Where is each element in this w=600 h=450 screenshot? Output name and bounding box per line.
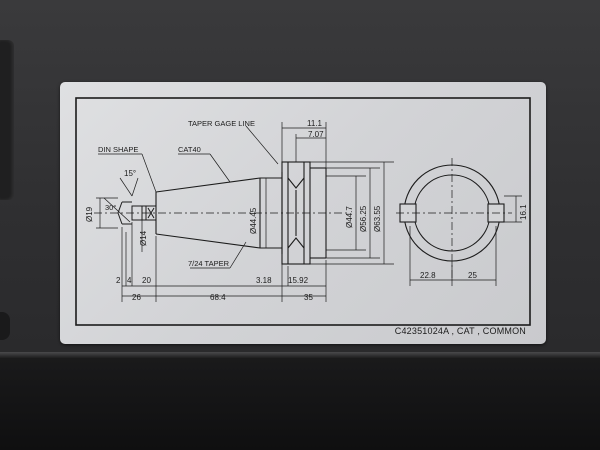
machine-base: [0, 358, 600, 450]
end-view-dim-lines: [409, 195, 522, 286]
dim-15-92: 15.92: [288, 276, 309, 285]
drawing-frame: [75, 97, 531, 326]
din-shape-label: DIN SHAPE: [98, 145, 138, 154]
top-dim-lines: [281, 122, 327, 168]
angle-30-label: 30°: [105, 203, 116, 212]
side-bracket: [0, 40, 14, 200]
taper-gage-line-label: TAPER GAGE LINE: [188, 119, 255, 128]
dim-dia-63-55: Ø63.55: [373, 205, 382, 232]
bottom-dim-lines: [121, 222, 327, 302]
side-bolt: [0, 312, 10, 340]
technical-drawing: TAPER GAGE LINE DIN SHAPE CAT40 7/24 TAP…: [75, 97, 531, 326]
dim-7-07: 7.07: [308, 130, 324, 139]
dim-4: 4: [127, 276, 132, 285]
dim-16-1: 16.1: [519, 204, 528, 220]
dim-dia-19: Ø19: [85, 206, 94, 222]
leader-lines: [98, 125, 279, 269]
dim-dia-56-25: Ø56.25: [359, 205, 368, 232]
dim-dia-44-7: Ø44.7: [345, 206, 354, 228]
cat40-label: CAT40: [178, 145, 201, 154]
dim-dia-14: Ø14: [139, 230, 148, 246]
dim-20: 20: [142, 276, 151, 285]
diameter-dim-lines: [265, 161, 394, 265]
dim-25: 25: [468, 271, 477, 280]
dim-68-4: 68.4: [210, 293, 226, 302]
dim-3-18: 3.18: [256, 276, 272, 285]
dim-dia-44-45: Ø44.45: [249, 207, 258, 234]
taper-label: 7/24 TAPER: [188, 259, 230, 268]
angle-15-label: 15°: [124, 169, 136, 178]
end-view: [396, 158, 512, 278]
dim-35: 35: [304, 293, 313, 302]
dim-11-1: 11.1: [307, 119, 323, 128]
dim-2: 2: [116, 276, 121, 285]
left-dim-lines: [96, 177, 143, 252]
spec-label-plate: TAPER GAGE LINE DIN SHAPE CAT40 7/24 TAP…: [60, 82, 546, 344]
dim-26: 26: [132, 293, 141, 302]
part-number-label: C42351024A , CAT , COMMON: [394, 326, 526, 336]
housing-edge: [0, 352, 600, 358]
dim-22-8: 22.8: [420, 271, 436, 280]
